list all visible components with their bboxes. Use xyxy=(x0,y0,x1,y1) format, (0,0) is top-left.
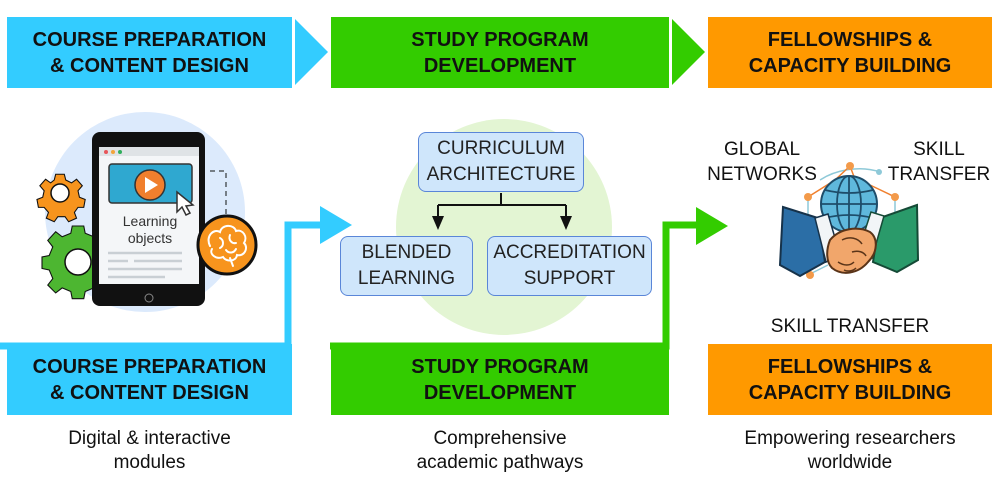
desc-fellowships-line1: Empowering researchers xyxy=(744,428,956,449)
node-blended-line2: LEARNING xyxy=(357,268,456,289)
bottom-box-study-line2: DEVELOPMENT xyxy=(423,381,577,404)
globe-icon xyxy=(820,175,878,233)
bottom-box-course-preparation: COURSE PREPARATION & CONTENT DESIGN xyxy=(7,344,292,415)
top-box-study-line2: DEVELOPMENT xyxy=(423,54,577,77)
blue-connector-arrowhead xyxy=(320,206,352,244)
node-accreditation-support: ACCREDITATION SUPPORT xyxy=(487,236,652,296)
node-curriculum-architecture: CURRICULUM ARCHITECTURE xyxy=(418,132,584,192)
bottom-box-study-line1: STUDY PROGRAM xyxy=(411,355,589,378)
top-arrow-1 xyxy=(295,19,328,85)
node-accreditation-line1: ACCREDITATION xyxy=(493,242,646,263)
label-skill-transfer-line2: TRANSFER xyxy=(887,164,991,185)
tablet-label-line2: objects xyxy=(127,230,173,246)
top-box-fellowships-line2: CAPACITY BUILDING xyxy=(748,54,952,77)
bottom-box-course-line1: COURSE PREPARATION xyxy=(32,355,267,378)
top-box-course-line2: & CONTENT DESIGN xyxy=(50,54,249,77)
node-accreditation-line2: SUPPORT xyxy=(523,268,616,289)
node-blended-learning: BLENDED LEARNING xyxy=(340,236,473,296)
bottom-box-course-line2: & CONTENT DESIGN xyxy=(50,381,249,404)
top-box-course-preparation: COURSE PREPARATION & CONTENT DESIGN xyxy=(7,17,292,88)
desc-fellowships: Empowering researchers worldwide xyxy=(708,427,992,475)
top-box-fellowships-line1: FELLOWSHIPS & xyxy=(767,28,933,51)
caption-skill-transfer: SKILL TRANSFER xyxy=(708,315,992,339)
top-box-course-line1: COURSE PREPARATION xyxy=(32,28,267,51)
tablet-label-line1: Learning xyxy=(122,213,178,229)
label-skill-transfer: SKILL TRANSFER xyxy=(884,137,994,187)
tree-connectors xyxy=(437,193,567,218)
green-connector-arrowhead xyxy=(696,207,728,245)
desc-course-line2: modules xyxy=(113,452,186,473)
node-blended-line1: BLENDED xyxy=(361,242,452,263)
bottom-box-study-program: STUDY PROGRAM DEVELOPMENT xyxy=(331,344,669,415)
label-global-networks: GLOBAL NETWORKS xyxy=(700,137,824,187)
desc-course-line1: Digital & interactive xyxy=(68,428,231,449)
bottom-box-fellowships: FELLOWSHIPS & CAPACITY BUILDING xyxy=(708,344,992,415)
top-box-fellowships: FELLOWSHIPS & CAPACITY BUILDING xyxy=(708,17,992,88)
desc-fellowships-line2: worldwide xyxy=(807,452,893,473)
desc-study-program: Comprehensive academic pathways xyxy=(331,427,669,475)
caption-skill-transfer-text: SKILL TRANSFER xyxy=(770,316,930,337)
handshake-icon xyxy=(778,203,920,278)
gear-icon xyxy=(36,173,86,223)
tablet-icon xyxy=(92,132,227,306)
label-skill-transfer-line1: SKILL xyxy=(913,139,965,160)
brain-icon xyxy=(196,214,258,276)
label-global-networks-line2: NETWORKS xyxy=(707,164,817,185)
label-global-networks-line1: GLOBAL xyxy=(723,139,801,160)
bottom-box-fellowships-line2: CAPACITY BUILDING xyxy=(748,381,952,404)
tree-arrow-left xyxy=(432,216,444,230)
cursor-icon xyxy=(176,190,195,217)
bottom-box-fellowships-line1: FELLOWSHIPS & xyxy=(767,355,933,378)
desc-study-line1: Comprehensive xyxy=(433,428,567,449)
tablet-label: Learning objects xyxy=(105,213,195,247)
desc-course-preparation: Digital & interactive modules xyxy=(7,427,292,475)
tree-arrow-right xyxy=(560,216,572,230)
top-box-study-program: STUDY PROGRAM DEVELOPMENT xyxy=(331,17,669,88)
node-curriculum-line1: CURRICULUM xyxy=(437,138,565,159)
top-box-study-line1: STUDY PROGRAM xyxy=(411,28,589,51)
desc-study-line2: academic pathways xyxy=(416,452,584,473)
top-arrow-2 xyxy=(672,19,705,85)
node-curriculum-line2: ARCHITECTURE xyxy=(426,164,576,185)
